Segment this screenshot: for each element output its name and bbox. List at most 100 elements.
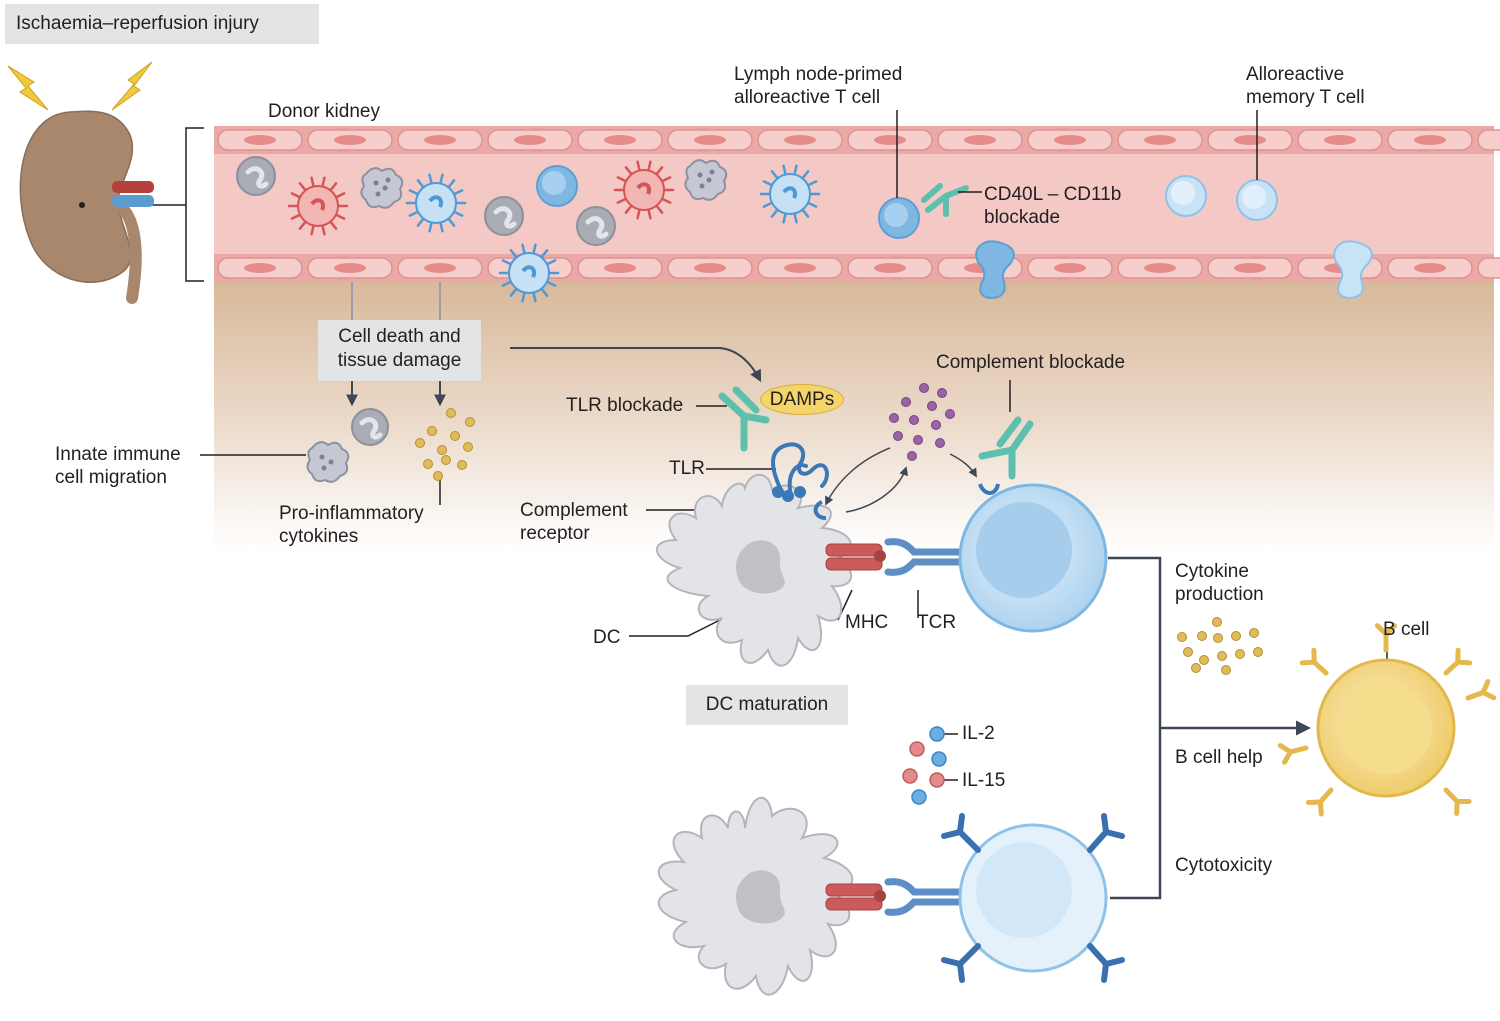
b-cell-receptor-arm	[1299, 659, 1317, 666]
endothelial-nucleus	[334, 135, 366, 145]
dot	[1235, 649, 1245, 659]
neutrophil	[576, 206, 616, 246]
complement-receptor-icon	[813, 500, 827, 520]
cell-nucleus	[310, 198, 325, 211]
cd40l-antibody-icon	[921, 183, 969, 217]
complement-arrows	[825, 447, 977, 513]
dot	[907, 451, 917, 461]
dc-label: DC	[593, 627, 621, 648]
b-cell-label: B cell	[1383, 619, 1430, 640]
blood-vessel	[214, 126, 1500, 282]
alloreactive-memory-label: Alloreactive memory T cell	[1246, 63, 1365, 109]
cytotoxicity-label: Cytotoxicity	[1175, 855, 1273, 876]
mhc-icon	[825, 883, 886, 911]
spiky-cell	[287, 176, 349, 236]
label-line: Complement	[520, 500, 628, 521]
dot	[465, 417, 475, 427]
dot	[1199, 655, 1209, 665]
endothelial-nucleus	[604, 135, 636, 145]
cell-nucleus	[782, 186, 797, 199]
complement-receptor-label: Complement receptor	[520, 499, 628, 545]
kidney-icon	[19, 110, 154, 304]
label-line: production	[1175, 584, 1264, 605]
dendritic-cell	[655, 473, 853, 667]
label-line: Lymph node-primed	[734, 64, 903, 85]
dot	[1191, 663, 1201, 673]
b-cell-receptor	[1317, 787, 1334, 805]
dendritic-cell	[657, 797, 854, 996]
endothelial-nucleus	[1414, 263, 1446, 273]
damps-badge: DAMPs	[760, 384, 844, 415]
dot	[1231, 631, 1241, 641]
label-line: alloreactive T cell	[734, 87, 881, 108]
vessel-cells	[236, 156, 1373, 303]
spiky-cell	[613, 160, 675, 220]
tcr-label: TCR	[917, 612, 957, 633]
lightning-icon	[7, 61, 153, 111]
b-cell-help-label: B cell help	[1175, 747, 1263, 768]
dot	[1197, 631, 1207, 641]
b-cell-receptor-arm	[1317, 799, 1324, 817]
tcr-icon	[884, 878, 966, 916]
neutrophil	[236, 156, 276, 196]
pro-inflammatory-label: Pro-inflammatory cytokines	[279, 502, 424, 548]
label-line: Cell death and	[338, 326, 461, 347]
endothelial-nucleus	[334, 263, 366, 273]
cell-body	[623, 169, 665, 211]
endothelial-nucleus	[784, 135, 816, 145]
t-cell	[536, 165, 578, 207]
b-cell-receptor	[1465, 690, 1486, 701]
tlr-receptor-icon	[771, 442, 829, 502]
cell-nucleus	[428, 195, 443, 208]
spiky-cell	[498, 243, 560, 303]
tcr-icon	[884, 538, 966, 576]
endothelial-nucleus	[424, 135, 456, 145]
cell-body	[297, 185, 339, 227]
tlr-blockade-antibody-icon	[718, 386, 770, 452]
endothelial-nucleus	[1414, 135, 1446, 145]
cytokine-production-label: Cytokine production	[1175, 560, 1264, 606]
dot	[893, 431, 903, 441]
endothelial-nucleus	[424, 263, 456, 273]
endothelial-nucleus	[244, 263, 276, 273]
dot	[1217, 651, 1227, 661]
endothelial-nucleus	[244, 135, 276, 145]
endothelial-cell	[1477, 129, 1500, 151]
b-cell-receptor	[1287, 745, 1309, 755]
tlr-blockade-label: TLR blockade	[566, 395, 684, 416]
dot	[437, 445, 447, 455]
innate-migration-label: Innate immune cell migration	[55, 443, 181, 489]
endothelial-cell	[1477, 257, 1500, 279]
damage-arrows	[346, 282, 762, 407]
label-line: cytokines	[279, 526, 359, 547]
dot	[901, 397, 911, 407]
dot	[423, 459, 433, 469]
complement-proteins	[889, 383, 955, 461]
spiky-cell	[759, 164, 821, 224]
mhc-label: MHC	[845, 612, 889, 633]
b-cell-receptor	[1443, 659, 1461, 676]
dot	[427, 426, 437, 436]
b-cell-receptor	[1311, 659, 1329, 676]
endothelial-nucleus	[694, 135, 726, 145]
transmigrating-t-cell	[1333, 240, 1373, 300]
dot	[457, 460, 467, 470]
b-cell-receptor-arm	[1281, 749, 1293, 765]
dot	[927, 401, 937, 411]
dot	[889, 413, 899, 423]
dot	[1249, 628, 1259, 638]
page-title: Ischaemia–reperfusion injury	[5, 4, 319, 44]
dot	[913, 435, 923, 445]
endothelial-nucleus	[604, 263, 636, 273]
dot	[450, 431, 460, 441]
dot	[441, 455, 451, 465]
cell-body	[415, 182, 457, 224]
endothelial-nucleus	[964, 135, 996, 145]
dot	[919, 383, 929, 393]
granular-cell	[360, 167, 404, 209]
endothelial-nucleus	[1234, 135, 1266, 145]
dot	[1177, 632, 1187, 642]
dc-maturation-box: DC maturation	[686, 685, 848, 725]
endothelial-nucleus	[694, 263, 726, 273]
mhc-icon	[825, 543, 886, 571]
